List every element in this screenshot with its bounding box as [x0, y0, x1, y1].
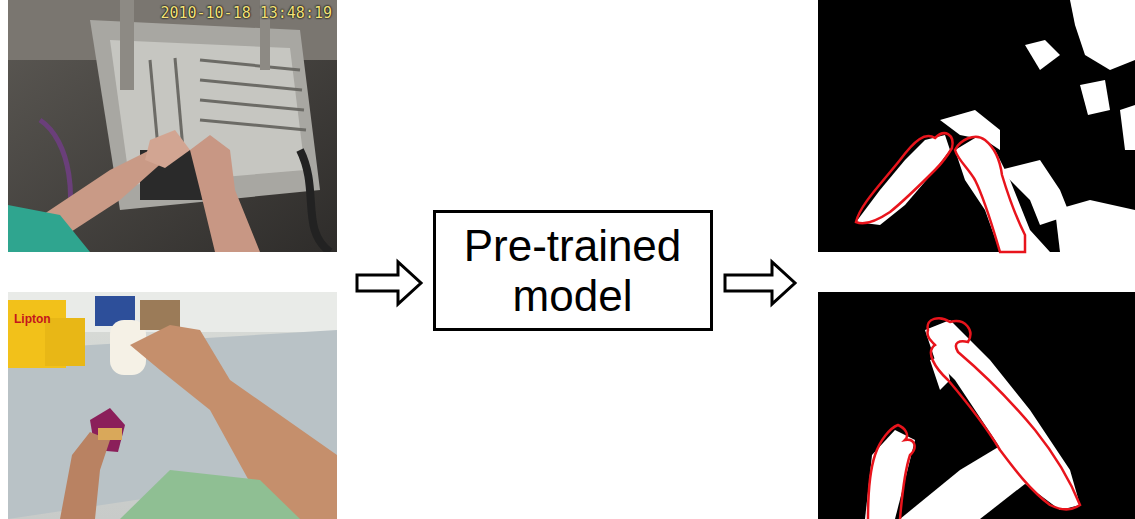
illustration-shape: [1120, 105, 1135, 150]
illustration-shape: [200, 80, 302, 90]
hollow-arrow: [725, 262, 795, 304]
illustration-shape: [900, 440, 1030, 519]
illustration-shape: [1070, 0, 1135, 70]
illustration-shape: [1055, 200, 1135, 252]
illustration-shape: [818, 292, 1135, 519]
illustration-shape: [927, 318, 1080, 509]
illustration-shape: [1080, 80, 1110, 115]
illustration-shape: [140, 300, 180, 330]
illustration-shape: [818, 0, 1135, 252]
illustration-shape: [856, 135, 950, 225]
illustration-shape: [856, 0, 1135, 252]
illustration-shape: [8, 205, 90, 252]
illustration-shape: [120, 0, 134, 90]
illustration-shape: [1025, 40, 1060, 70]
workbench-photo: [8, 0, 337, 252]
illustration-shape: [955, 137, 1025, 252]
timestamp-text: 2010-10-18 13:48:19: [160, 4, 332, 22]
illustration-shape: [98, 428, 122, 440]
illustration-shape: [300, 150, 330, 252]
illustration-shape: [200, 100, 304, 110]
illustration-shape: [45, 318, 85, 366]
illustration-shape: [190, 135, 260, 252]
box-label: Pre-trained model: [448, 221, 698, 320]
illustration-shape: [8, 0, 337, 252]
brand-text: Lipton: [14, 312, 51, 326]
illustration-shape: [856, 133, 1025, 252]
process-box: Pre-trained model: [433, 210, 713, 331]
kitchen-photo: [8, 292, 337, 519]
illustration-shape: [8, 292, 337, 519]
illustration-shape: [60, 432, 110, 519]
illustration-shape: [865, 430, 915, 519]
segmentation-mask: [818, 0, 1135, 252]
illustration-shape: [145, 130, 190, 168]
segmentation-mask: [818, 292, 1135, 519]
illustration-shape: [856, 133, 953, 223]
illustration-shape: [200, 120, 306, 130]
illustration-shape: [868, 425, 915, 519]
illustration-shape: [868, 318, 1080, 519]
hollow-arrow: [357, 262, 421, 304]
illustration-shape: [120, 470, 300, 519]
illustration-shape: [865, 320, 1080, 519]
illustration-shape: [200, 60, 300, 70]
illustration-shape: [940, 110, 1000, 150]
